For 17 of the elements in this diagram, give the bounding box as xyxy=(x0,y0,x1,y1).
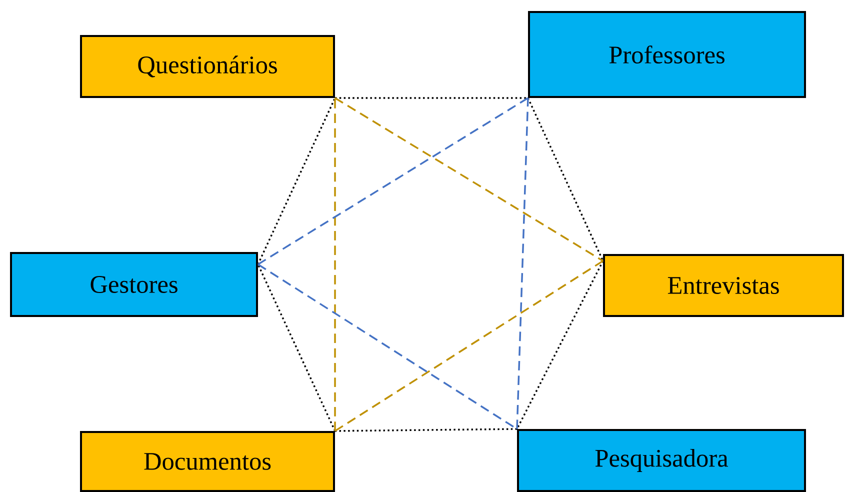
connector-line xyxy=(257,98,336,265)
text-box: Entrevistas xyxy=(603,254,844,317)
connector-line xyxy=(334,98,336,431)
text-box: Professores xyxy=(528,11,806,98)
connector-line xyxy=(527,98,604,262)
connector-line xyxy=(516,260,604,430)
connector-line xyxy=(516,98,529,430)
text-box: Pesquisadora xyxy=(517,429,806,492)
text-box: Gestores xyxy=(10,252,258,317)
connector-line xyxy=(335,97,528,99)
text-box: Documentos xyxy=(80,431,335,492)
text-box: Questionários xyxy=(80,35,335,98)
connector-line xyxy=(257,264,336,432)
connector-line xyxy=(335,428,518,432)
connector-line xyxy=(334,97,604,262)
connector-line xyxy=(258,97,528,266)
connector-line xyxy=(334,260,604,432)
